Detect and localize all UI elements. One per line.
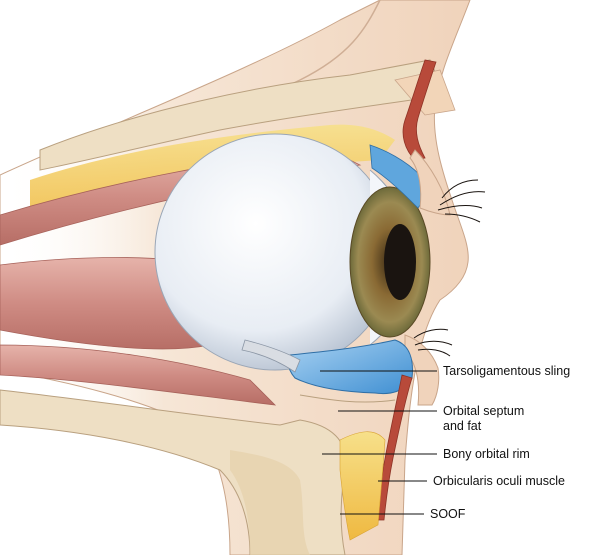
soof-fat xyxy=(340,432,385,540)
label-orbital-septum-line1: Orbital septum xyxy=(443,404,563,419)
label-bony-orbital-rim: Bony orbital rim xyxy=(443,447,530,462)
pupil xyxy=(384,224,416,300)
label-soof: SOOF xyxy=(430,507,465,522)
label-tarsoligamentous-sling: Tarsoligamentous sling xyxy=(443,364,570,379)
label-orbicularis-oculi-muscle: Orbicularis oculi muscle xyxy=(433,474,565,489)
label-orbital-septum-line2: and fat xyxy=(443,419,563,434)
label-orbital-septum-and-fat: Orbital septum and fat xyxy=(443,404,563,434)
